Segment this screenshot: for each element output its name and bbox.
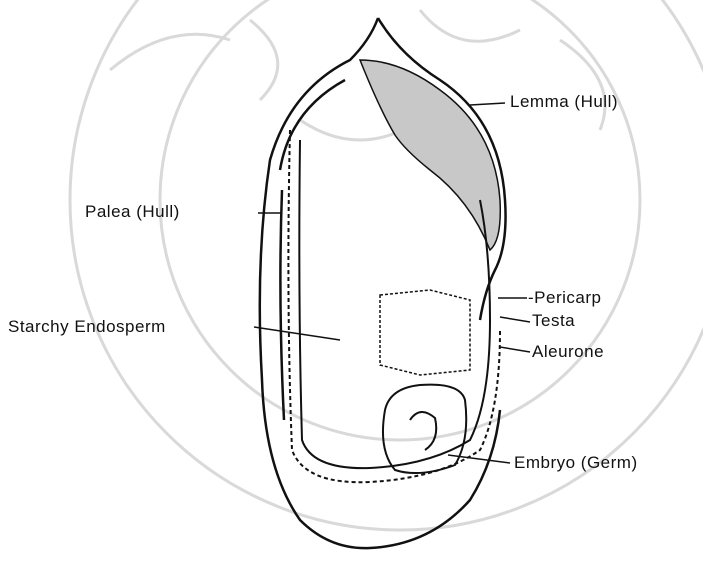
label-lemma: Lemma (Hull) <box>510 93 618 110</box>
watermark-ornament <box>110 10 605 140</box>
leader-testa <box>500 317 530 322</box>
leader-aleurone <box>500 347 530 352</box>
leader-endosperm <box>254 327 340 340</box>
label-testa: Testa <box>532 312 575 329</box>
lemma-shading <box>360 60 500 250</box>
cell-detail <box>380 290 470 375</box>
label-palea: Palea (Hull) <box>85 203 180 220</box>
label-pericarp: -Pericarp <box>528 289 601 306</box>
leader-lemma <box>470 103 505 105</box>
label-aleurone: Aleurone <box>532 343 604 360</box>
label-endosperm: Starchy Endosperm <box>8 318 166 335</box>
label-embryo: Embryo (Germ) <box>514 454 638 471</box>
watermark-ring-inner <box>160 0 640 440</box>
embryo-detail <box>410 412 436 450</box>
